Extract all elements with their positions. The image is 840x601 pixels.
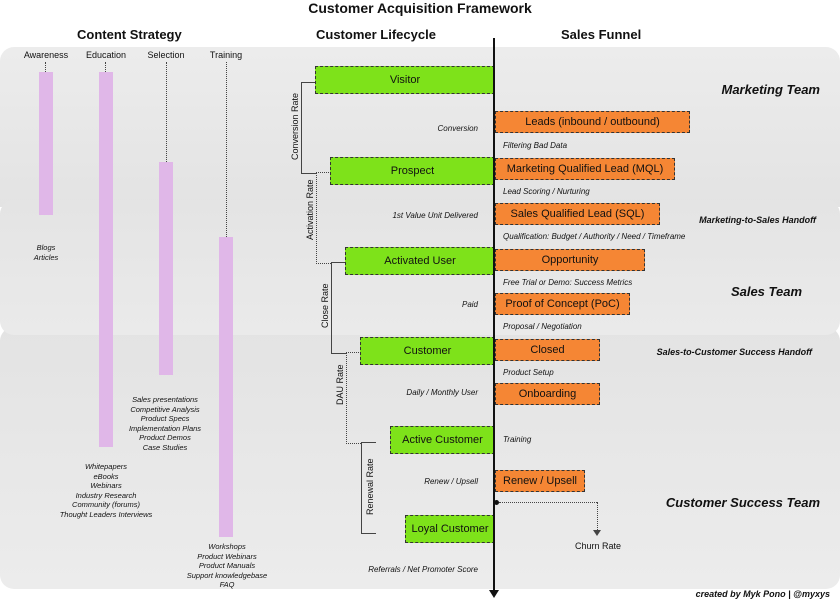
funnel-onboarding: Onboarding <box>495 383 600 405</box>
team-sales: Sales Team <box>730 284 802 299</box>
lifecycle-prospect: Prospect <box>330 157 495 185</box>
center-axis <box>493 38 495 594</box>
funnel-sql: Sales Qualified Lead (SQL) <box>495 203 660 225</box>
churn-node <box>494 500 499 505</box>
churn-connector <box>499 502 597 503</box>
list-item: Blogs <box>36 243 56 252</box>
renewal-bracket <box>361 442 376 534</box>
stage-selection: Selection <box>147 50 185 60</box>
churn-rate-label: Churn Rate <box>575 541 622 551</box>
lifecycle-activated-user: Activated User <box>345 247 495 275</box>
funnel-poc: Proof of Concept (PoC) <box>495 293 630 315</box>
churn-drop <box>597 502 598 532</box>
credit-line: created by Myk Pono | @myxys <box>695 589 830 599</box>
list-item: Implementation Plans <box>128 423 202 433</box>
list-item: Case Studies <box>142 442 188 452</box>
rate-conversion: Conversion Rate <box>290 92 300 160</box>
list-item: Competitive Analysis <box>130 404 200 414</box>
list-item: Support knowledgebase <box>186 570 268 580</box>
stage-training: Training <box>209 50 243 60</box>
list-item: Community (forums) <box>72 500 140 509</box>
content-strategy-header: Content Strategy <box>77 27 182 42</box>
metric-referrals-nps: Referrals / Net Promoter Score <box>368 565 478 574</box>
metric-training: Training <box>503 435 532 444</box>
step-lead-scoring: Lead Scoring / Nurturing <box>503 187 590 196</box>
metric-first-value: 1st Value Unit Delivered <box>392 211 478 220</box>
rate-dau: DAU Rate <box>335 364 345 405</box>
education-content-list: Whitepapers eBooks Webinars Industry Res… <box>46 462 166 519</box>
selection-content-list: Sales presentations Competitive Analysis… <box>115 395 215 452</box>
list-item: Product Specs <box>140 414 190 423</box>
lifecycle-loyal-customer: Loyal Customer <box>405 515 495 543</box>
list-item: FAQ <box>219 580 235 589</box>
rate-renewal: Renewal Rate <box>365 458 375 515</box>
education-bar <box>99 72 113 447</box>
step-qualification: Qualification: Budget / Authority / Need… <box>503 232 686 241</box>
list-item: eBooks <box>93 471 119 481</box>
conversion-bracket <box>301 82 316 174</box>
awareness-bar <box>39 72 53 215</box>
metric-daily-monthly: Daily / Monthly User <box>406 388 478 397</box>
axis-arrow <box>489 590 499 598</box>
lifecycle-customer: Customer <box>360 337 495 365</box>
step-proposal: Proposal / Negotiation <box>503 322 582 331</box>
stage-awareness: Awareness <box>23 50 69 60</box>
funnel-opportunity: Opportunity <box>495 249 645 271</box>
list-item: Industry Research <box>75 490 137 500</box>
list-item: Articles <box>33 252 59 262</box>
rate-close: Close Rate <box>320 283 330 328</box>
success-band <box>0 327 840 589</box>
dau-bracket <box>346 352 361 444</box>
selection-guide <box>166 62 167 162</box>
team-customer-success: Customer Success Team <box>665 495 820 510</box>
lifecycle-visitor: Visitor <box>315 66 495 94</box>
team-marketing: Marketing Team <box>721 82 821 97</box>
churn-arrow-icon <box>593 530 601 536</box>
list-item: Product Manuals <box>198 561 256 570</box>
list-item: Product Webinars <box>197 551 257 561</box>
training-guide <box>226 62 227 237</box>
list-item: Product Demos <box>139 433 191 442</box>
list-item: Webinars <box>90 481 122 490</box>
activation-bracket <box>316 172 331 264</box>
handoff-sales-to-success: Sales-to-Customer Success Handoff <box>656 347 812 357</box>
selection-bar <box>159 162 173 375</box>
awareness-content-list: Blogs Articles <box>16 243 76 262</box>
list-item: Workshops <box>208 542 246 551</box>
funnel-closed: Closed <box>495 339 600 361</box>
lifecycle-active-customer: Active Customer <box>390 426 495 454</box>
list-item: Whitepapers <box>84 462 128 471</box>
training-bar <box>219 237 233 537</box>
education-guide <box>105 62 106 72</box>
customer-lifecycle-header: Customer Lifecycle <box>316 27 436 42</box>
metric-conversion: Conversion <box>437 124 478 133</box>
awareness-guide <box>45 62 46 72</box>
rate-activation: Activation Rate <box>305 179 315 240</box>
step-filtering: Filtering Bad Data <box>503 141 568 150</box>
metric-paid: Paid <box>461 300 478 309</box>
diagram-title: Customer Acquisition Framework <box>308 0 532 16</box>
training-content-list: Workshops Product Webinars Product Manua… <box>177 542 277 590</box>
step-product-setup: Product Setup <box>503 368 554 377</box>
funnel-mql: Marketing Qualified Lead (MQL) <box>495 158 675 180</box>
list-item: Thought Leaders Interviews <box>59 509 153 519</box>
funnel-leads: Leads (inbound / outbound) <box>495 111 690 133</box>
sales-funnel-header: Sales Funnel <box>561 27 642 42</box>
list-item: Sales presentations <box>132 395 198 404</box>
stage-education: Education <box>85 50 127 60</box>
close-bracket <box>331 262 346 354</box>
funnel-renew-upsell: Renew / Upsell <box>495 470 585 492</box>
metric-renew-upsell: Renew / Upsell <box>424 477 478 486</box>
step-free-trial: Free Trial or Demo: Success Metrics <box>503 278 633 287</box>
handoff-marketing-to-sales: Marketing-to-Sales Handoff <box>699 215 816 225</box>
